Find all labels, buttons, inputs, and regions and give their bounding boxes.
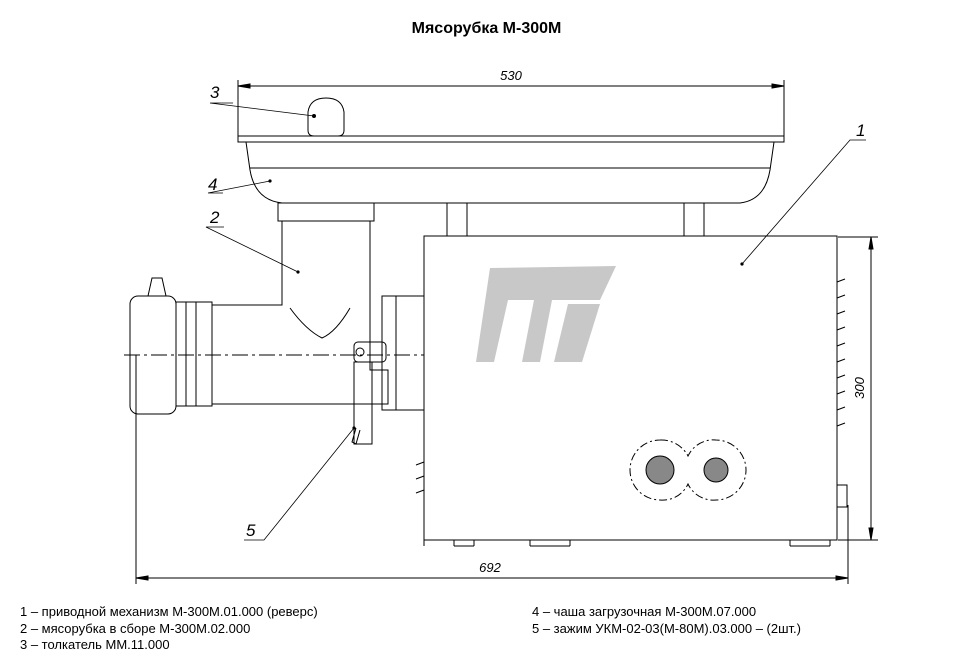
legend-left: 1 – приводной механизм М-300М.01.000 (ре… — [20, 604, 318, 654]
callout-3: 3 — [210, 83, 220, 102]
legend-right: 4 – чаша загрузочная М-300М.07.000 5 – з… — [532, 604, 801, 637]
callout-2: 2 — [209, 208, 220, 227]
dimension-692 — [135, 355, 849, 584]
bolt-plate — [629, 439, 747, 501]
legend-item: 1 – приводной механизм М-300М.01.000 (ре… — [20, 604, 318, 619]
motor-housing — [415, 202, 848, 547]
dimension-300 — [838, 236, 878, 541]
dimension-530 — [237, 80, 785, 136]
grinder-assembly — [124, 202, 425, 445]
brand-logo — [476, 266, 616, 362]
dim-height-label: 300 — [852, 376, 867, 398]
legend-item: 4 – чаша загрузочная М-300М.07.000 — [532, 604, 757, 619]
callout-4: 4 — [208, 175, 217, 194]
dim-top-label: 530 — [500, 68, 522, 83]
leader-lines — [205, 102, 866, 541]
dim-bottom-label: 692 — [479, 560, 501, 575]
legend-item: 2 – мясорубка в сборе М-300М.02.000 — [20, 620, 251, 636]
technical-drawing: 530 692 300 1 2 3 4 5 — [124, 68, 878, 584]
callout-1: 1 — [856, 121, 865, 140]
loading-bowl — [237, 97, 785, 204]
legend-item: 3 – толкатель ММ.11.000 — [20, 637, 170, 652]
callout-5: 5 — [246, 521, 256, 540]
drawing-title: Мясорубка М-300М — [411, 20, 562, 37]
legend-item: 5 – зажим УКМ-02-03(М-80М).03.000 – (2шт… — [532, 620, 801, 636]
